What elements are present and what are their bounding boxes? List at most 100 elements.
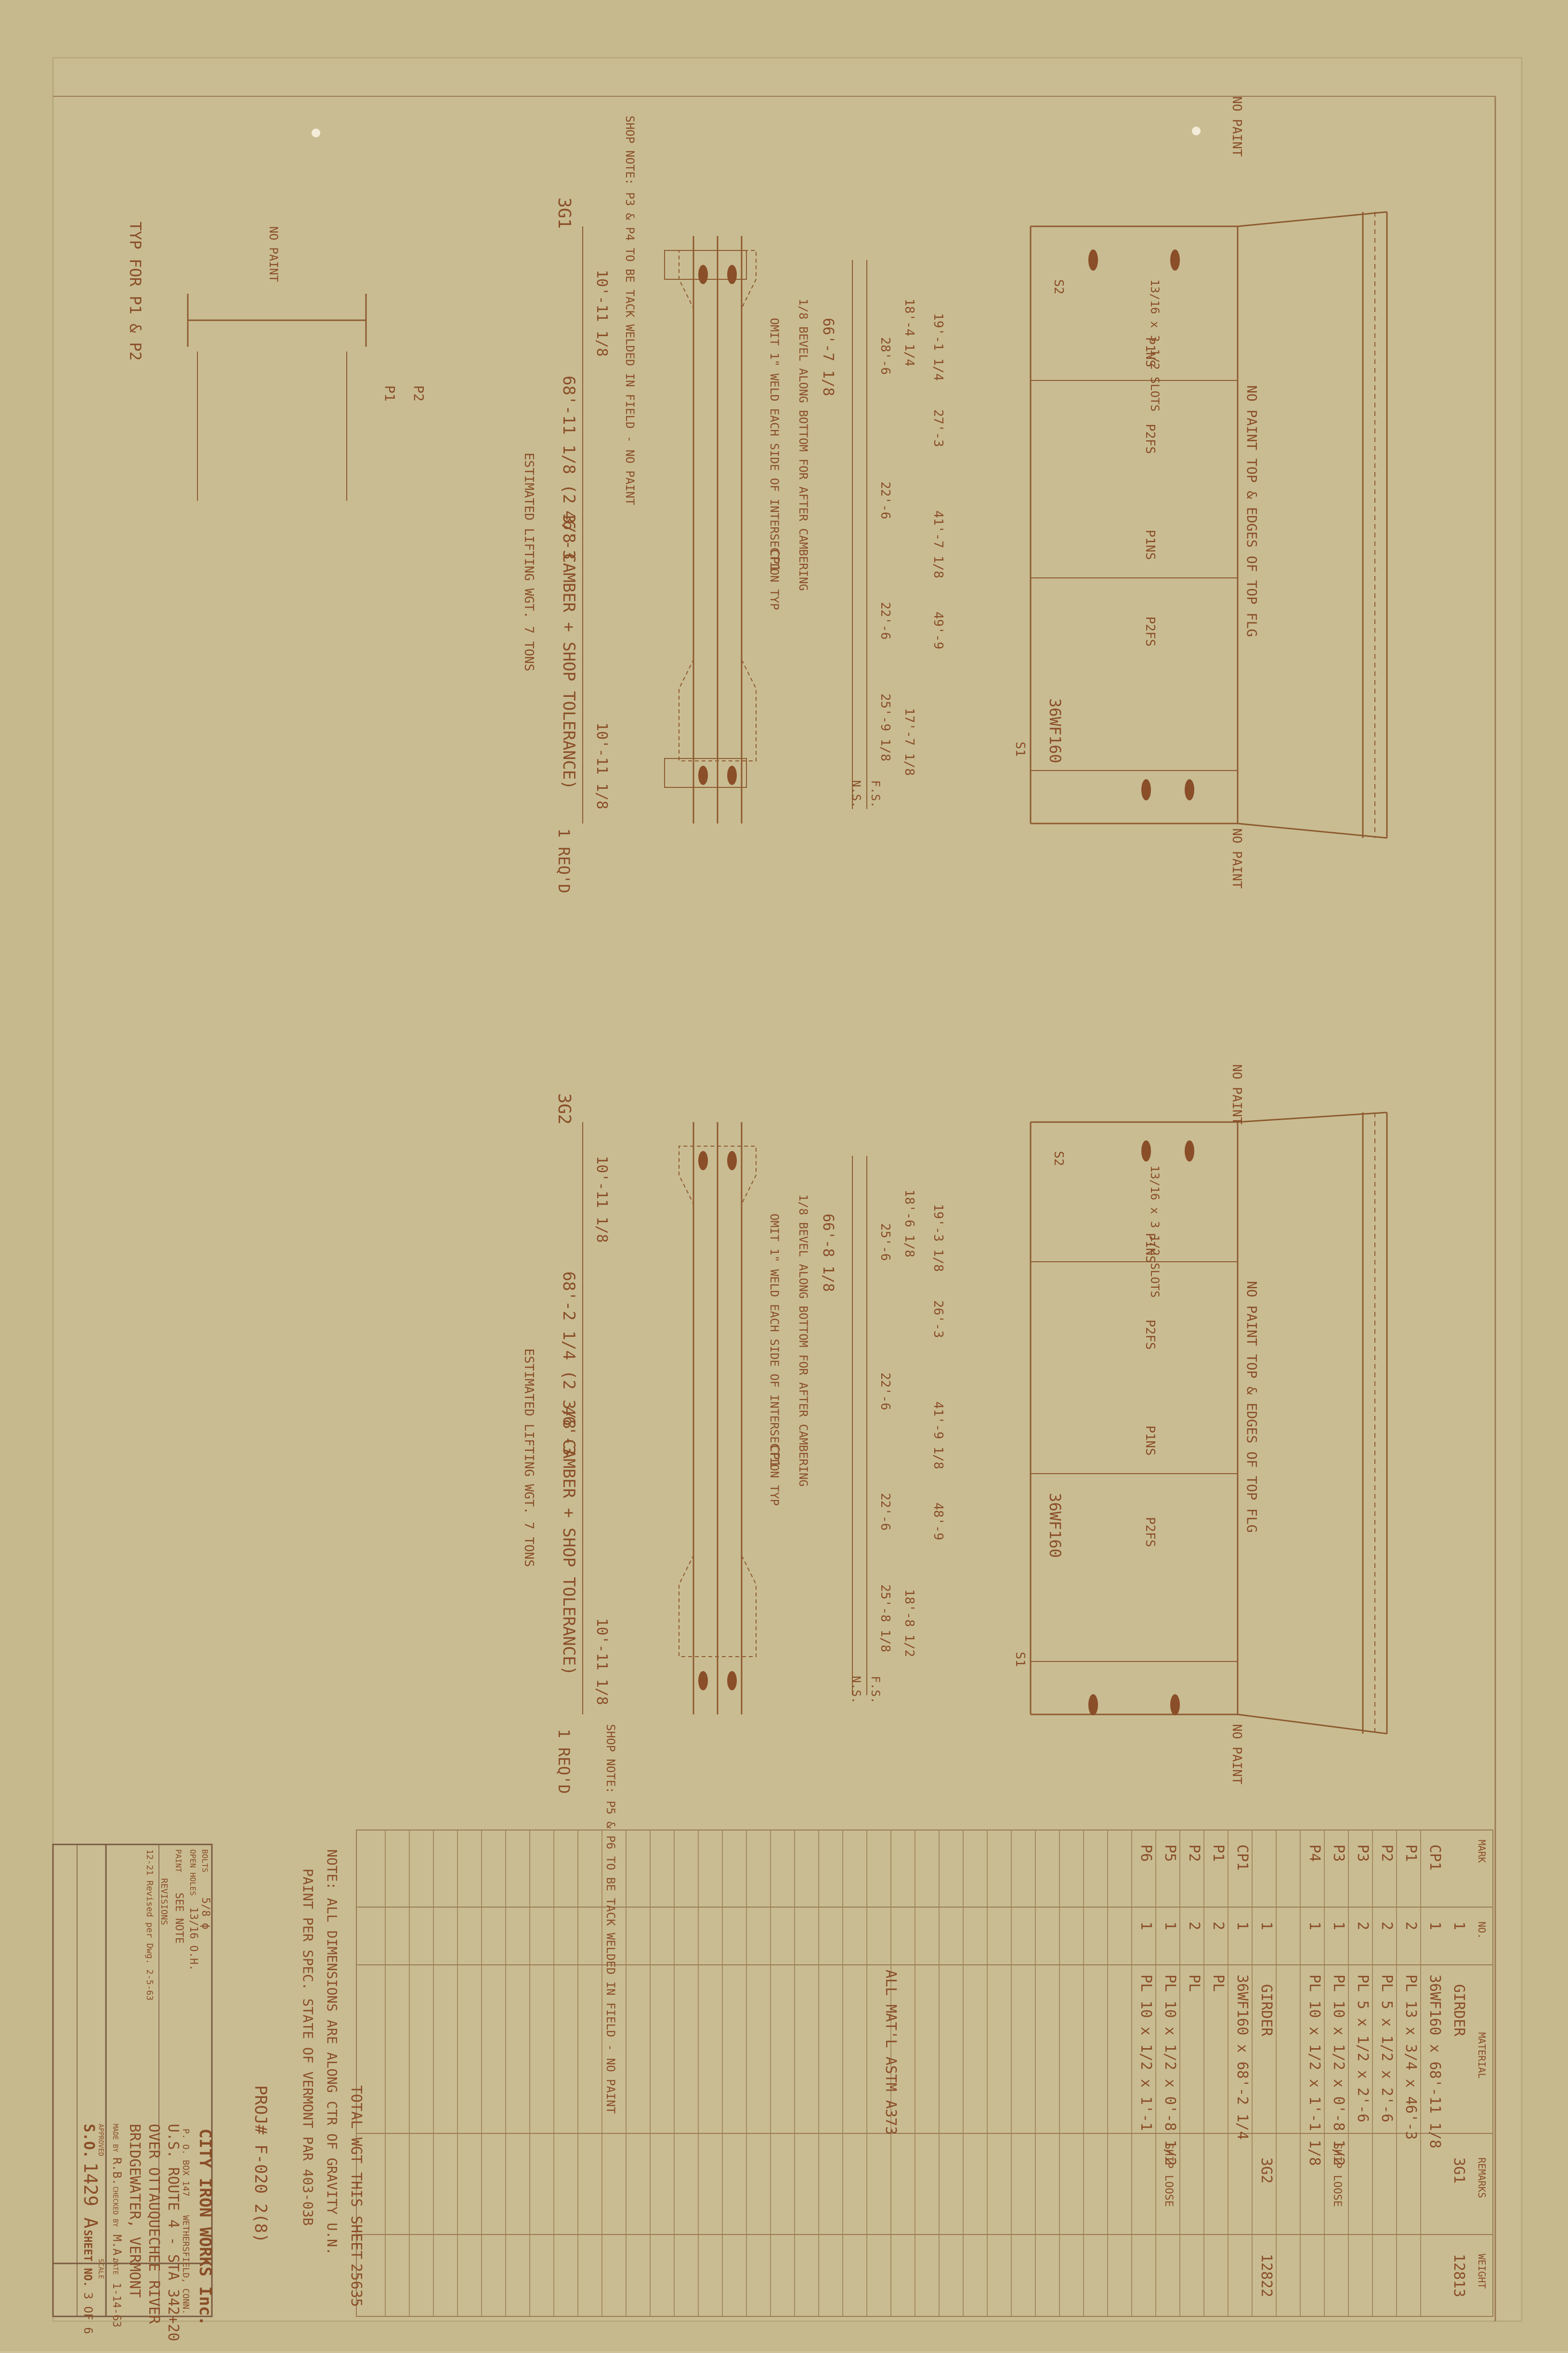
title-revisions-label: REVISIONS (159, 1878, 169, 1925)
girder-3g1-stiff-2: 41'-7 1/8 (931, 510, 945, 578)
girder-3g1-mark: 3G1 (554, 197, 574, 229)
girder-3g1-dim-3: 22'-6 (878, 602, 892, 640)
girder-3g1-stiff-0: 19'-1 1/4 (931, 313, 945, 381)
bom-row-11-mark: P5 (1162, 1844, 1178, 1862)
girder-3g1-cp1: CP1 (767, 549, 782, 572)
girder-3g1-dim-4: 25'-9 1/8 (878, 693, 892, 761)
girder-3g2-no-paint-b: NO PAINT (1229, 1724, 1244, 1785)
title-address-1: P. O. BOX 147 (181, 2129, 191, 2196)
girder-3g2-s2: S2 (1051, 1151, 1066, 1166)
bom-row-7-material: GIRDER (1258, 1984, 1275, 2037)
girder-3g2-stiff-3: 48'-9 (931, 1503, 945, 1540)
girder-3g2-dim-5: 18'-8 1/2 (902, 1589, 916, 1657)
girder-3g2-dim-2: 22'-6 (878, 1373, 892, 1410)
girder-3g1-p2fs-a: P2FS (1143, 424, 1157, 454)
girder-3g2-bolt-holes (698, 1140, 1194, 1715)
title-paint-label: PAINT (174, 1849, 183, 1873)
bom-row-10-material: PL (1186, 1974, 1202, 1992)
girder-3g2-shop-note: SHOP NOTE: P5 & P6 TO BE TACK WELDED IN … (604, 1724, 617, 2114)
girder-3g2-pins-a: P1NS (1143, 1233, 1157, 1263)
bom-row-3-material: PL 5 x 1/2 x 2'-6 (1378, 1974, 1395, 2122)
girder-3g2-no-paint-a: NO PAINT (1229, 1064, 1244, 1125)
girder-3g1-elevation (1030, 211, 1388, 839)
title-address-2: WETHERSFIELD, CONN. (181, 2215, 191, 2314)
title-revision-1: 12-21 Revised per Dwg. 2-5-63 (144, 1849, 155, 2000)
girder-3g1-overall: 68'-11 1/8 (2 3/8 CAMBER + SHOP TOLERANC… (559, 376, 578, 790)
girder-3g1-fs: F.S. (869, 780, 882, 808)
girder-3g2-end-left: 10'-11 1/8 (593, 1156, 610, 1243)
girder-3g1-center: 46'-3 (559, 510, 578, 560)
bom-table (356, 1830, 1493, 2317)
bom-row-5-no: 1 (1330, 1922, 1347, 1930)
bom-row-11-material: PL 10 x 1/2 x 0'-8 1/2 (1162, 1974, 1178, 2166)
title-date-label: DATE (111, 2259, 119, 2275)
girder-3g2-ns: N.S. (849, 1676, 863, 1704)
girder-3g1-plan (582, 226, 867, 824)
title-scale-label: SCALE (97, 2259, 105, 2279)
title-approved-label: APPROVED (97, 2124, 105, 2156)
girder-3g2-stiff-2: 41'-9 1/8 (931, 1401, 945, 1469)
girder-3g1-dim-0: 18'-4 1/4 (902, 299, 916, 366)
girder-3g1-s1: S1 (1013, 742, 1027, 757)
all-material-note: ALL MAT'L ASTM A373 (882, 1970, 899, 2135)
title-company: CITY IRON WORKS Inc. (196, 2129, 215, 2326)
girder-3g2-center: 46'-3 (559, 1406, 578, 1455)
girder-3g1-slots: 13/16 x 3 1/2 SLOTS (1148, 279, 1162, 412)
girder-3g1-reqd: 1 REQ'D (555, 828, 573, 893)
bom-row-lines (385, 1830, 1421, 2316)
girder-3g1-lifting: ESTIMATED LIFTING WGT. 7 TONS (522, 453, 536, 671)
bom-row-9-no: 2 (1210, 1922, 1227, 1930)
girder-3g1-dim-1: 28'-6 (878, 337, 892, 375)
bom-row-8-material: 36WF160 x 68'-2 1/4 (1234, 1974, 1251, 2140)
girder-3g1-stiff-3: 49'-9 (931, 612, 945, 649)
title-sheet-label: SHEET NO. (81, 2230, 93, 2287)
girder-3g2-s1: S1 (1013, 1652, 1027, 1667)
typical-section-no-paint: NO PAINT (267, 226, 280, 282)
title-checked-by-label: CHECKED BY (111, 2186, 119, 2227)
bom-header-no: NO. (1476, 1922, 1488, 1939)
girder-3g1-stiff-1: 27'-3 (931, 409, 945, 447)
total-weight-value: 25635 (348, 2263, 365, 2307)
bom-row-3-no: 2 (1378, 1922, 1395, 1930)
girder-3g1-bolt-holes (698, 249, 1194, 800)
girder-3g1-p2fs-b: P2FS (1143, 616, 1157, 647)
typical-section-p2: P2 (411, 385, 427, 402)
bom-header-mark: MARK (1476, 1840, 1488, 1863)
bom-row-7-remarks: 3G2 (1258, 2157, 1275, 2183)
bom-row-6-mark: P4 (1306, 1844, 1323, 1862)
title-proj-number: PROJ# F-020 2(8) (251, 2085, 270, 2243)
title-project-line-2: OVER OTTAUQUECHEE RIVER (145, 2124, 162, 2324)
bom-row-12-no: 1 (1137, 1922, 1154, 1930)
bom-row-11-remarks: SHIP LOOSE (1163, 2143, 1175, 2207)
girder-3g1-bevel-note: 1/8 BEVEL ALONG BOTTOM FOR AFTER CAMBERI… (797, 299, 810, 591)
bom-row-7-no: 1 (1258, 1922, 1275, 1930)
bom-row-5-material: PL 10 x 1/2 x 0'-8 1/2 (1330, 1974, 1347, 2166)
bom-row-0-remarks: 3G1 (1450, 2157, 1467, 2183)
girder-3g1-s2: S2 (1051, 279, 1066, 294)
girder-3g2-end-right: 10'-11 1/8 (593, 1618, 610, 1705)
title-open-holes-value: 13/16 O.H. (187, 1907, 199, 1971)
title-project-line-3: BRIDGEWATER, VERMONT (126, 2124, 143, 2298)
girder-3g1-end-left: 10'-11 1/8 (593, 270, 610, 357)
title-block-frame (52, 1843, 213, 2317)
title-made-by-label: MADE BY (111, 2124, 119, 2153)
bom-row-2-material: PL 13 x 3/4 x 46'-3 (1402, 1974, 1419, 2140)
bom-row-8-mark: CP1 (1234, 1844, 1251, 1870)
girder-3g1-dim-5: 17'-7 1/8 (902, 708, 916, 776)
girder-3g1-no-paint-a: NO PAINT (1229, 96, 1244, 157)
girder-3g2-elevation (1030, 1111, 1388, 1735)
bom-row-6-material: PL 10 x 1/2 x 1'-1 1/8 (1306, 1974, 1323, 2166)
bom-row-1-material: 36WF160 x 68'-11 1/8 (1426, 1974, 1443, 2148)
girder-3g1-omit-weld: OMIT 1" WELD EACH SIDE OF INTERSECTION T… (768, 318, 781, 610)
girder-3g2-plan (582, 1122, 867, 1714)
bom-row-4-mark: P3 (1354, 1844, 1371, 1862)
bom-row-3-mark: P2 (1378, 1844, 1395, 1862)
girder-3g2-stiff-0: 19'-3 1/8 (931, 1204, 945, 1272)
title-date-value: 1-14-63 (110, 2283, 122, 2327)
bom-row-5-mark: P3 (1330, 1844, 1347, 1862)
title-sheet-value: 3 OF 6 (81, 2292, 95, 2334)
title-bolts-value: 5/8 ϕ (199, 1897, 211, 1929)
typical-section-p1: P1 (382, 385, 398, 402)
girder-3g1-section: 36WF160 (1046, 698, 1064, 763)
